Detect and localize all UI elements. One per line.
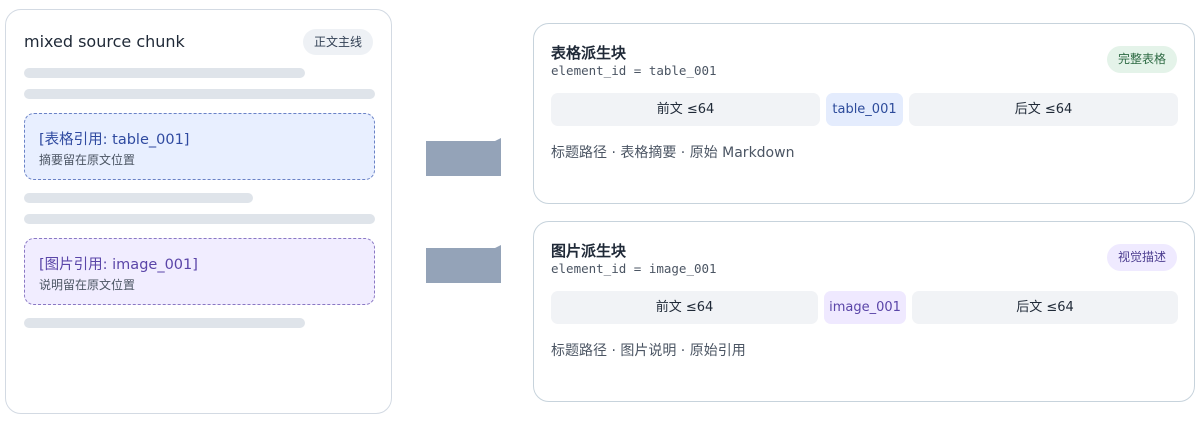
source-chunk-title: mixed source chunk bbox=[24, 32, 185, 51]
before-context-segment: 前文 ≤64 bbox=[551, 93, 820, 126]
after-context-segment: 后文 ≤64 bbox=[912, 291, 1178, 324]
table-element-id: element_id = table_001 bbox=[551, 63, 717, 78]
table-derived-meta: 标题路径 · 表格摘要 · 原始 Markdown bbox=[551, 145, 795, 161]
source-chunk-card: mixed source chunk 正文主线 [表格引用: table_001… bbox=[5, 9, 392, 414]
image-reference-note: 说明留在原文位置 bbox=[39, 278, 136, 292]
text-placeholder-line bbox=[24, 318, 305, 328]
table-reference-label: [表格引用: table_001] bbox=[39, 132, 190, 148]
arrow-to-table-icon bbox=[426, 138, 501, 176]
table-context-row: 前文 ≤64 table_001 后文 ≤64 bbox=[551, 93, 1178, 126]
table-derived-card: 表格派生块 element_id = table_001 完整表格 前文 ≤64… bbox=[533, 23, 1195, 204]
image-element-segment: image_001 bbox=[824, 291, 906, 324]
main-text-badge: 正文主线 bbox=[302, 29, 373, 55]
table-derived-title: 表格派生块 bbox=[551, 44, 627, 62]
table-reference-note: 摘要留在原文位置 bbox=[39, 153, 136, 167]
visual-description-badge: 视觉描述 bbox=[1106, 244, 1177, 271]
image-derived-meta: 标题路径 · 图片说明 · 原始引用 bbox=[551, 343, 746, 359]
table-reference-box: [表格引用: table_001] 摘要留在原文位置 bbox=[24, 113, 375, 180]
text-placeholder-line bbox=[24, 214, 375, 224]
before-context-segment: 前文 ≤64 bbox=[551, 291, 818, 324]
image-reference-box: [图片引用: image_001] 说明留在原文位置 bbox=[24, 238, 375, 305]
text-placeholder-line bbox=[24, 89, 375, 99]
image-derived-card: 图片派生块 element_id = image_001 视觉描述 前文 ≤64… bbox=[533, 221, 1195, 402]
image-reference-label: [图片引用: image_001] bbox=[39, 257, 198, 273]
image-element-id: element_id = image_001 bbox=[551, 261, 717, 276]
text-placeholder-line bbox=[24, 193, 253, 203]
arrow-to-image-icon bbox=[426, 245, 501, 283]
text-placeholder-line bbox=[24, 68, 305, 78]
image-derived-title: 图片派生块 bbox=[551, 242, 627, 260]
after-context-segment: 后文 ≤64 bbox=[909, 93, 1178, 126]
table-element-segment: table_001 bbox=[826, 93, 903, 126]
full-table-badge: 完整表格 bbox=[1106, 46, 1177, 73]
image-context-row: 前文 ≤64 image_001 后文 ≤64 bbox=[551, 291, 1178, 324]
